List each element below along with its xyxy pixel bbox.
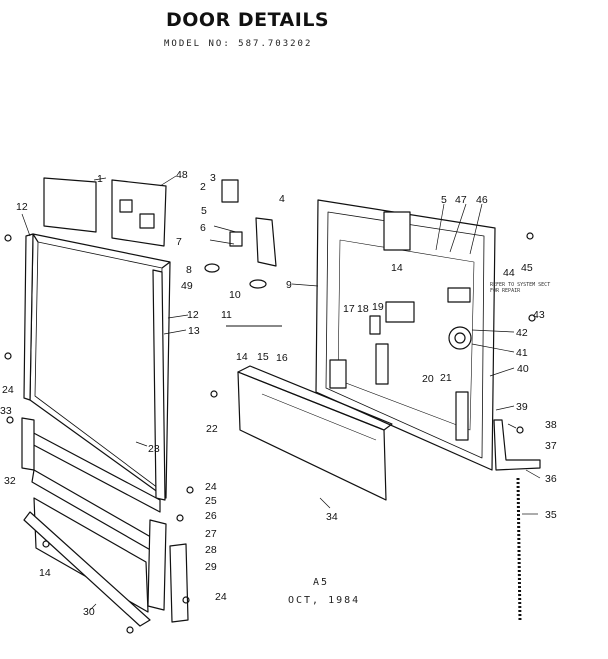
door-latch	[255, 217, 277, 267]
callout-24b: 24	[205, 481, 217, 493]
latch-bracket	[221, 179, 239, 203]
callout-42: 42	[516, 327, 528, 339]
footer-date: OCT, 1984	[288, 595, 361, 606]
callout-48: 48	[176, 169, 188, 181]
callout-22: 22	[206, 423, 218, 435]
rinse-dispenser-housing	[447, 287, 471, 303]
callout-37: 37	[545, 440, 557, 452]
callout-16: 16	[276, 352, 288, 364]
screw-icon	[4, 234, 12, 242]
callout-15: 15	[257, 351, 269, 363]
corner-bracket-left	[21, 417, 35, 471]
screw-icon	[526, 232, 534, 240]
callout-5b: 5	[201, 205, 207, 217]
callout-40: 40	[517, 363, 529, 375]
screw-icon	[126, 626, 134, 634]
side-post	[169, 543, 189, 623]
callout-43: 43	[533, 309, 545, 321]
screw-icon	[210, 390, 218, 398]
callout-12b: 12	[187, 309, 199, 321]
callout-5: 5	[441, 194, 447, 206]
callout-36: 36	[545, 473, 557, 485]
screw-icon	[186, 486, 194, 494]
callout-11: 11	[221, 309, 232, 321]
model-number: MODEL NO: 587.703202	[164, 39, 313, 49]
side-trim-strip	[152, 269, 166, 501]
callout-30: 30	[83, 606, 95, 618]
callout-34: 34	[326, 511, 338, 523]
hinge-arm	[493, 419, 541, 471]
callout-24c: 24	[215, 591, 227, 603]
control-panel-overlay	[43, 177, 97, 233]
callout-9: 9	[286, 279, 292, 291]
screw-icon	[182, 596, 190, 604]
screw-icon	[42, 540, 50, 548]
callout-8: 8	[186, 264, 192, 276]
callout-35: 35	[545, 509, 557, 521]
callout-32: 32	[4, 475, 16, 487]
detergent-cup-dial	[448, 326, 472, 350]
callout-33: 33	[0, 405, 12, 417]
callout-24: 24	[2, 384, 14, 396]
screw-icon	[176, 514, 184, 522]
callout-10: 10	[229, 289, 241, 301]
repair-note: REFER TO SYSTEM SECT FOR REPAIR	[490, 282, 550, 294]
outer-door-panel	[29, 233, 171, 499]
callout-41: 41	[516, 347, 528, 359]
callout-14c: 14	[39, 567, 51, 579]
callout-25: 25	[205, 495, 217, 507]
callout-1: 1	[97, 173, 103, 185]
control-panel-board	[111, 179, 167, 247]
callout-26: 26	[205, 510, 217, 522]
vent-bracket	[383, 211, 411, 251]
callout-39: 39	[516, 401, 528, 413]
callout-2: 2	[200, 181, 206, 193]
page-title: DOOR DETAILS	[166, 9, 330, 31]
callout-29: 29	[205, 561, 217, 573]
latch-handle	[204, 263, 220, 273]
screw-icon	[528, 314, 536, 322]
repair-note-line-1: REFER TO SYSTEM SECT	[490, 282, 551, 288]
callout-28: 28	[205, 544, 217, 556]
callout-49: 49	[181, 280, 193, 292]
callout-27: 27	[205, 528, 217, 540]
callout-21: 21	[440, 372, 452, 384]
screw-icon	[4, 352, 12, 360]
lower-panel-cover	[147, 519, 167, 611]
callout-14: 14	[391, 262, 403, 274]
screw-icon	[516, 426, 524, 434]
callout-4: 4	[279, 193, 285, 205]
callout-47: 47	[455, 194, 467, 206]
screw-icon	[6, 416, 14, 424]
kick-trim	[33, 497, 149, 613]
callout-44: 44	[503, 267, 515, 279]
inner-door-liner	[315, 199, 496, 471]
callout-13: 13	[188, 325, 200, 337]
callout-12: 12	[16, 201, 28, 213]
callout-23: 23	[148, 443, 160, 455]
callout-6: 6	[200, 222, 206, 234]
left-trim-strip	[23, 233, 34, 401]
callout-18: 18	[357, 303, 369, 315]
callout-45: 45	[521, 262, 533, 274]
callout-7: 7	[176, 236, 182, 248]
callout-46: 46	[476, 194, 488, 206]
latch-knob	[249, 279, 267, 289]
footer-code: A5	[313, 577, 330, 588]
callout-19: 19	[372, 301, 384, 313]
callout-17: 17	[343, 303, 355, 315]
callout-38: 38	[545, 419, 557, 431]
callout-20: 20	[422, 373, 434, 385]
repair-note-line-2: FOR REPAIR	[490, 288, 521, 294]
callout-3: 3	[210, 172, 216, 184]
detergent-dispenser	[385, 301, 415, 323]
door-spring	[516, 477, 522, 623]
callout-14b: 14	[236, 351, 248, 363]
front-base-rail	[23, 511, 151, 627]
